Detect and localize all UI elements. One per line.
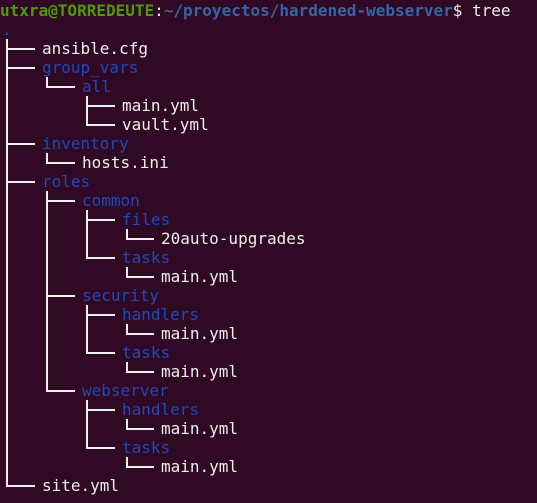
tree-connector [126,267,128,277]
prompt-symbol: $ [452,1,463,20]
tree-connector [126,276,154,278]
tree-connector [86,210,88,258]
tree-dir-security: security [82,286,160,305]
tree-connector [86,409,115,411]
tree-connector [46,162,75,164]
tree-connector [6,48,35,50]
tree-root: . [2,20,12,39]
tree-connector [46,295,75,297]
tree-connector [86,219,115,221]
tree-dir-group-vars: group_vars [42,58,139,77]
tree-connector [6,485,35,487]
tree-file-site-yml: site.yml [42,476,120,495]
tree-file-20auto-upgrades: 20auto-upgrades [161,229,306,248]
tree-file-main-yml: main.yml [161,419,239,438]
tree-connector [6,39,8,485]
tree-connector [6,143,35,145]
tree-connector [46,86,75,88]
tree-file-main-yml: main.yml [122,96,200,115]
tree-dir-inventory: inventory [42,134,129,153]
tree-connector [6,181,35,183]
tree-dir-common: common [82,191,140,210]
tree-connector [46,153,48,163]
tree-file-hosts-ini: hosts.ini [82,153,169,172]
prompt-path: ~/proyectos/hardened-webserver [163,1,453,20]
tree-connector [46,191,48,391]
tree-connector [46,77,48,87]
tree-file-vault-yml: vault.yml [122,115,209,134]
tree-dir-tasks: tasks [122,248,171,267]
tree-dir-handlers: handlers [122,400,200,419]
command-text: tree [472,1,511,20]
tree-connector [126,371,154,373]
tree-connector [126,229,128,239]
tree-connector [46,200,75,202]
tree-connector [86,314,115,316]
tree-connector [86,96,88,125]
tree-connector [86,105,115,107]
tree-connector [86,447,115,449]
tree-connector [86,352,115,354]
tree-file-main-yml: main.yml [161,324,239,343]
tree-dir-tasks: tasks [122,438,171,457]
tree-connector [126,238,154,240]
tree-connector [126,362,128,372]
tree-dir-all: all [82,77,111,96]
prompt-user: utxra@TORREDEUTE [0,1,155,20]
tree-connector [126,333,154,335]
tree-file-main-yml: main.yml [161,362,239,381]
tree-dir-webserver: webserver [82,381,169,400]
prompt-line: utxra@TORREDEUTE:~/proyectos/hardened-we… [0,1,511,20]
tree-connector [86,124,115,126]
tree-file-main-yml: main.yml [161,267,239,286]
tree-dir-tasks: tasks [122,343,171,362]
tree-dir-files: files [122,210,171,229]
tree-connector [86,400,88,448]
prompt-separator: : [154,1,164,20]
tree-file-main-yml: main.yml [161,457,239,476]
tree-connector [126,428,154,430]
tree-connector [46,390,75,392]
tree-dir-handlers: handlers [122,305,200,324]
tree-file-ansible-cfg: ansible.cfg [42,39,148,58]
tree-connector [126,466,154,468]
tree-dir-roles: roles [42,172,91,191]
tree-connector [126,324,128,334]
tree-connector [126,419,128,429]
tree-connector [126,457,128,467]
tree-connector [86,257,115,259]
tree-connector [6,67,35,69]
tree-connector [86,305,88,353]
